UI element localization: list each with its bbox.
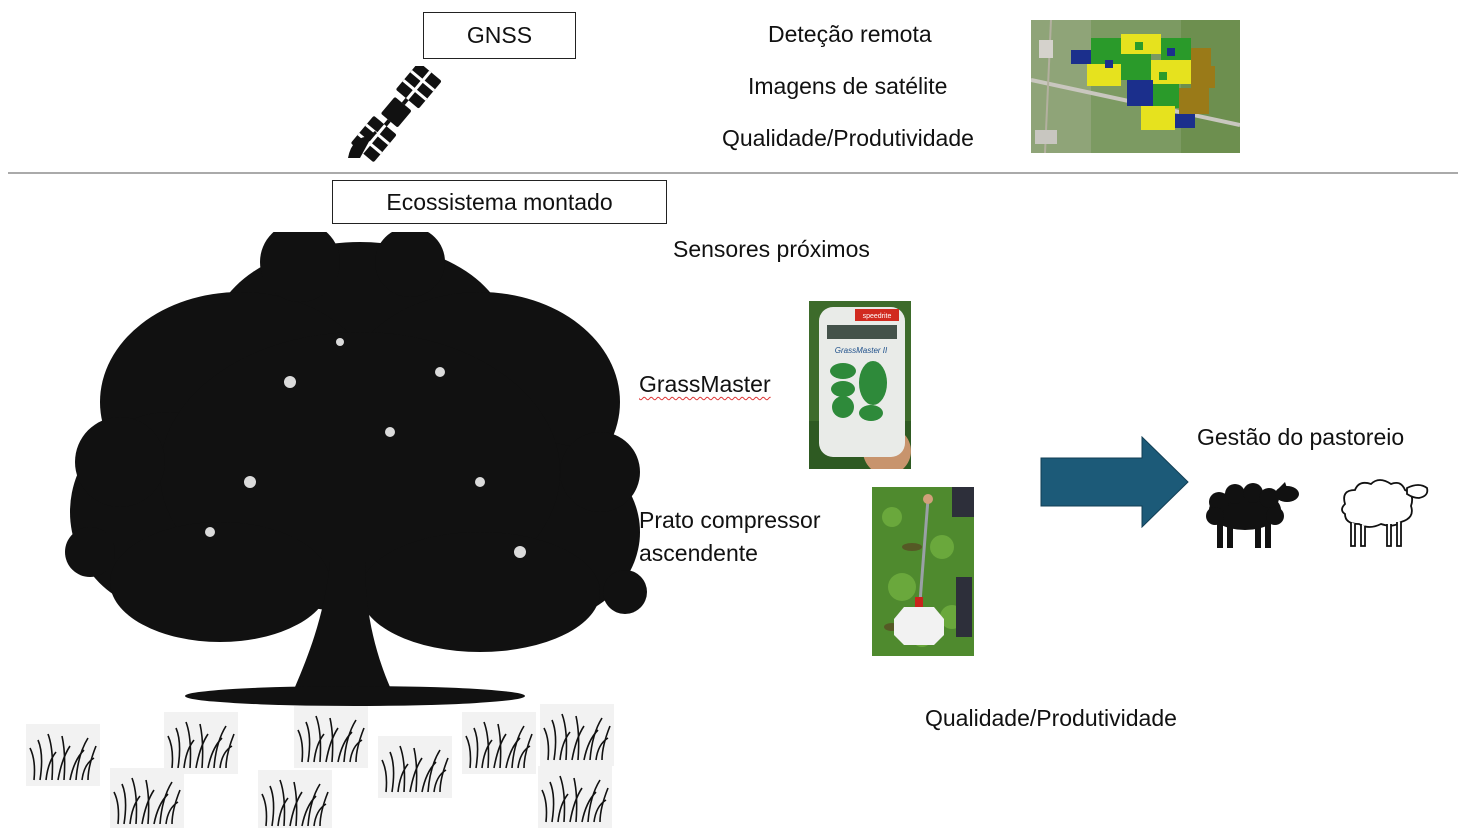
grazing-management-label: Gestão do pastoreio	[1197, 424, 1405, 450]
section-divider	[8, 172, 1458, 174]
device-model-text: GrassMaster II	[835, 346, 888, 355]
bottom-quality-productivity-label: Qualidade/Produtividade	[925, 705, 1177, 731]
grassmaster-device-image: speedrite GrassMaster II	[809, 301, 911, 469]
proximal-sensors-label: Sensores próximos	[673, 236, 870, 262]
grassmaster-label: GrassMaster	[639, 371, 771, 397]
gnss-label-box: GNSS	[423, 12, 576, 59]
rising-plate-meter-image	[872, 487, 974, 656]
grass-tufts	[20, 700, 620, 828]
satellite-images-label: Imagens de satélite	[748, 73, 948, 99]
black-sheep-icon	[1205, 480, 1301, 550]
tree-silhouette	[60, 222, 650, 710]
flow-arrow	[1040, 435, 1190, 529]
satellite-icon	[338, 62, 448, 166]
white-sheep-icon	[1335, 476, 1431, 552]
ecosystem-label-box: Ecossistema montado	[332, 180, 667, 224]
ecosystem-label: Ecossistema montado	[386, 188, 613, 215]
satellite-map-image	[1031, 20, 1240, 153]
gnss-label: GNSS	[466, 22, 533, 48]
rising-plate-label-line1: Prato compressor	[639, 507, 821, 533]
rising-plate-label-line2: ascendente	[639, 540, 758, 566]
top-quality-productivity-label: Qualidade/Produtividade	[722, 125, 974, 151]
remote-sensing-label: Deteção remota	[768, 21, 932, 47]
device-brand-text: speedrite	[863, 313, 892, 320]
